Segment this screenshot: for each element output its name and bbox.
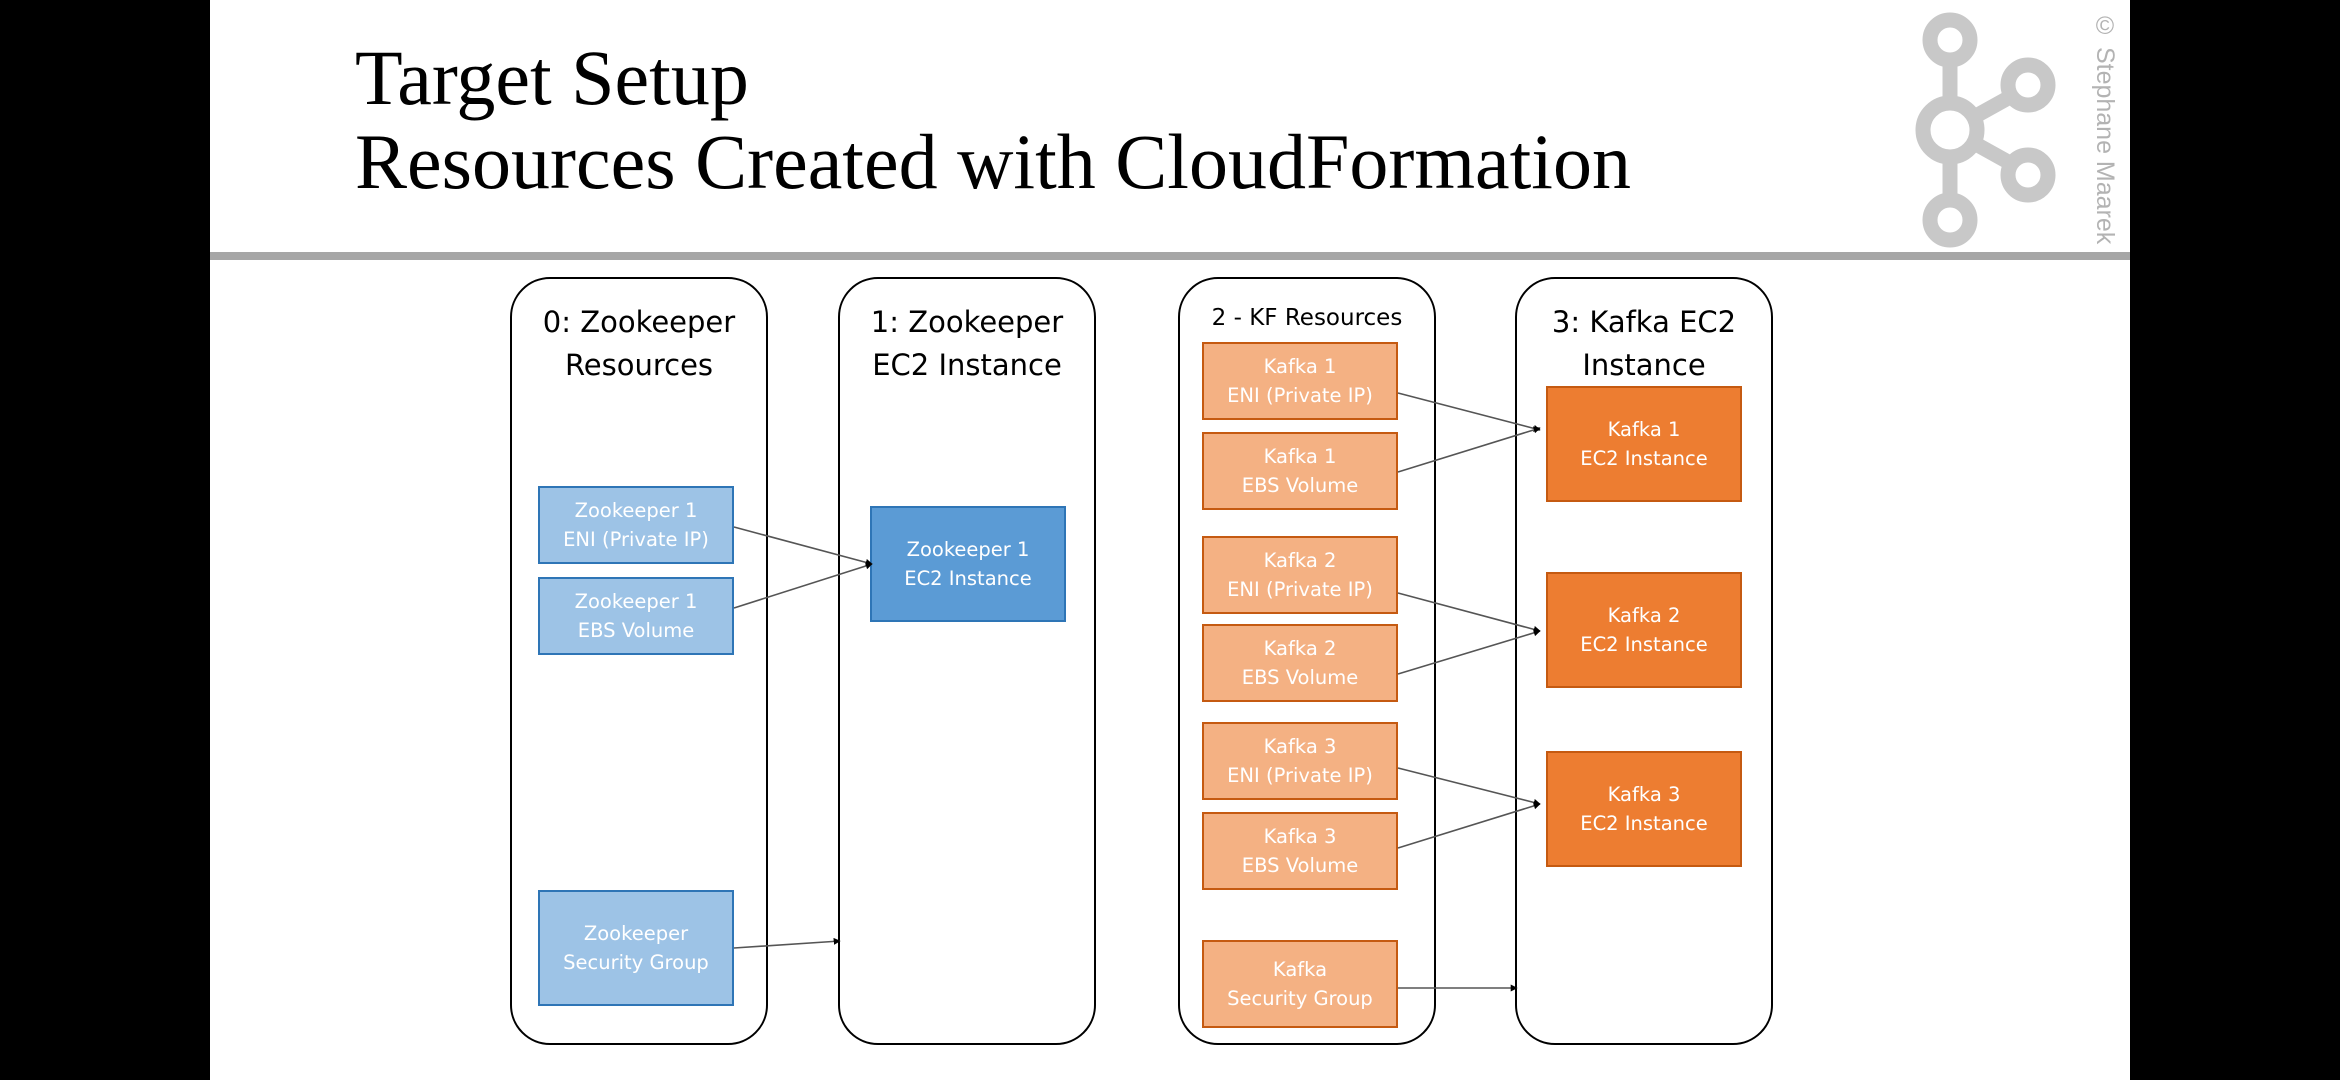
zookeeper-ebs-box: Zookeeper 1 EBS Volume <box>538 577 734 655</box>
box-line: Security Group <box>563 951 709 974</box>
box-line: Zookeeper 1 <box>574 590 698 613</box>
arrow-zk-sg-to-lane <box>733 937 841 949</box>
lane-zookeeper-ec2: 1: Zookeeper EC2 Instance <box>838 277 1096 1045</box>
box-line: Zookeeper <box>583 922 689 945</box>
box-line: Kafka 1 <box>1607 418 1681 441</box>
kafka-2-ebs-box: Kafka 2 EBS Volume <box>1202 624 1398 702</box>
box-line: Kafka 3 <box>1263 825 1337 848</box>
lane-title: 1: Zookeeper EC2 Instance <box>870 305 1064 382</box>
box-line: ENI (Private IP) <box>1227 578 1373 601</box>
lane-title: 0: Zookeeper Resources <box>542 305 736 382</box>
zookeeper-ec2-instance-box: Zookeeper 1 EC2 Instance <box>870 506 1066 622</box>
box-line: EBS Volume <box>1241 474 1359 497</box>
kafka-1-ec2-instance-box: Kafka 1 EC2 Instance <box>1546 386 1742 502</box>
zookeeper-security-group-box: Zookeeper Security Group <box>538 890 734 1006</box>
box-line: ENI (Private IP) <box>1227 384 1373 407</box>
box-line: Kafka 2 <box>1263 637 1337 660</box>
arrow-kafka3-eni-to-ec2 <box>1397 767 1541 806</box>
zookeeper-eni-box: Zookeeper 1 ENI (Private IP) <box>538 486 734 564</box>
kafka-security-group-box: Kafka Security Group <box>1202 940 1398 1028</box>
kafka-3-ec2-instance-box: Kafka 3 EC2 Instance <box>1546 751 1742 867</box>
box-line: ENI (Private IP) <box>563 528 709 551</box>
kafka-3-ebs-box: Kafka 3 EBS Volume <box>1202 812 1398 890</box>
box-line: Security Group <box>1227 987 1373 1010</box>
connector-arrows <box>733 392 1541 992</box>
box-line: Kafka <box>1272 958 1328 981</box>
kafka-3-eni-box: Kafka 3 ENI (Private IP) <box>1202 722 1398 800</box>
slide-title: Target Setup Resources Created with Clou… <box>355 36 1631 204</box>
arrow-kafka2-eni-to-ec2 <box>1397 592 1541 633</box>
box-line: EBS Volume <box>1241 666 1359 689</box>
kafka-logo-icon <box>1915 12 2056 248</box>
box-line: Kafka 3 <box>1607 783 1681 806</box>
arrow-kafka1-eni-to-ec2 <box>1397 392 1541 432</box>
box-line: Kafka 1 <box>1263 355 1337 378</box>
arrow-kafka3-ebs-to-ec2 <box>1397 802 1541 849</box>
arrow-zk-eni-to-ec2 <box>733 526 873 566</box>
lane-title: 3: Kafka EC2 Instance <box>1551 305 1737 382</box>
kafka-1-ebs-box: Kafka 1 EBS Volume <box>1202 432 1398 510</box>
arrow-kafka2-ebs-to-ec2 <box>1397 629 1541 675</box>
arrow-kafka1-ebs-to-ec2 <box>1397 426 1541 473</box>
box-line: EC2 Instance <box>904 567 1032 590</box>
title-divider <box>210 252 2130 260</box>
box-line: EC2 Instance <box>1580 633 1708 656</box>
box-line: EC2 Instance <box>1580 447 1708 470</box>
kafka-2-ec2-instance-box: Kafka 2 EC2 Instance <box>1546 572 1742 688</box>
box-line: EBS Volume <box>577 619 695 642</box>
box-line: Zookeeper 1 <box>574 499 698 522</box>
box-line: EBS Volume <box>1241 854 1359 877</box>
lane-title: 2 - KF Resources <box>1211 305 1403 331</box>
slide: Target Setup Resources Created with Clou… <box>210 0 2130 1080</box>
box-line: Kafka 3 <box>1263 735 1337 758</box>
box-line: Zookeeper 1 <box>906 538 1030 561</box>
kafka-1-eni-box: Kafka 1 ENI (Private IP) <box>1202 342 1398 420</box>
slide-title-line-2: Resources Created with CloudFormation <box>355 118 1631 205</box>
box-line: ENI (Private IP) <box>1227 764 1373 787</box>
box-line: EC2 Instance <box>1580 812 1708 835</box>
kafka-2-eni-box: Kafka 2 ENI (Private IP) <box>1202 536 1398 614</box>
arrow-zk-ebs-to-ec2 <box>733 562 873 609</box>
box-line: Kafka 2 <box>1607 604 1681 627</box>
box-line: Kafka 2 <box>1263 549 1337 572</box>
copyright-text: © Stephane Maarek <box>2091 12 2119 245</box>
slide-title-line-1: Target Setup <box>355 34 749 121</box>
box-line: Kafka 1 <box>1263 445 1337 468</box>
